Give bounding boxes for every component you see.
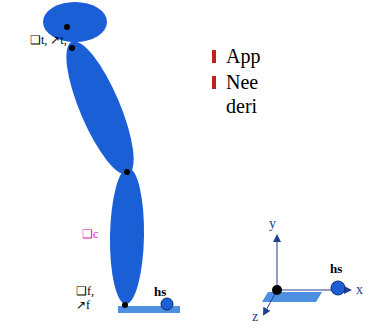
bullet-text: Nee [226, 72, 258, 92]
segment-label: ↗f [76, 299, 90, 311]
joint-dot [122, 302, 128, 308]
bullet-text: deri [226, 96, 257, 116]
bullet-mark [212, 50, 216, 63]
bullet-mark [212, 76, 216, 89]
joint-dot [69, 45, 75, 51]
axis-label: x [356, 283, 363, 297]
leg-segment [109, 168, 145, 305]
axis-label: y [269, 217, 276, 231]
point-label: hs [154, 285, 166, 298]
segment-label: ❑f, [76, 285, 94, 297]
axis-label: z [252, 310, 258, 324]
bullet-text: App [226, 46, 260, 66]
joint-dot [64, 24, 70, 30]
point-marker [161, 298, 173, 310]
point-label: hs [330, 262, 342, 275]
torso-segment [53, 34, 146, 182]
joint-dot [124, 169, 130, 175]
segment-label: ❑t, ↗t, [30, 34, 67, 46]
point-marker [331, 281, 345, 295]
segment-label: ❑c [82, 228, 98, 240]
origin-dot [272, 285, 282, 295]
y-axis [277, 236, 278, 290]
